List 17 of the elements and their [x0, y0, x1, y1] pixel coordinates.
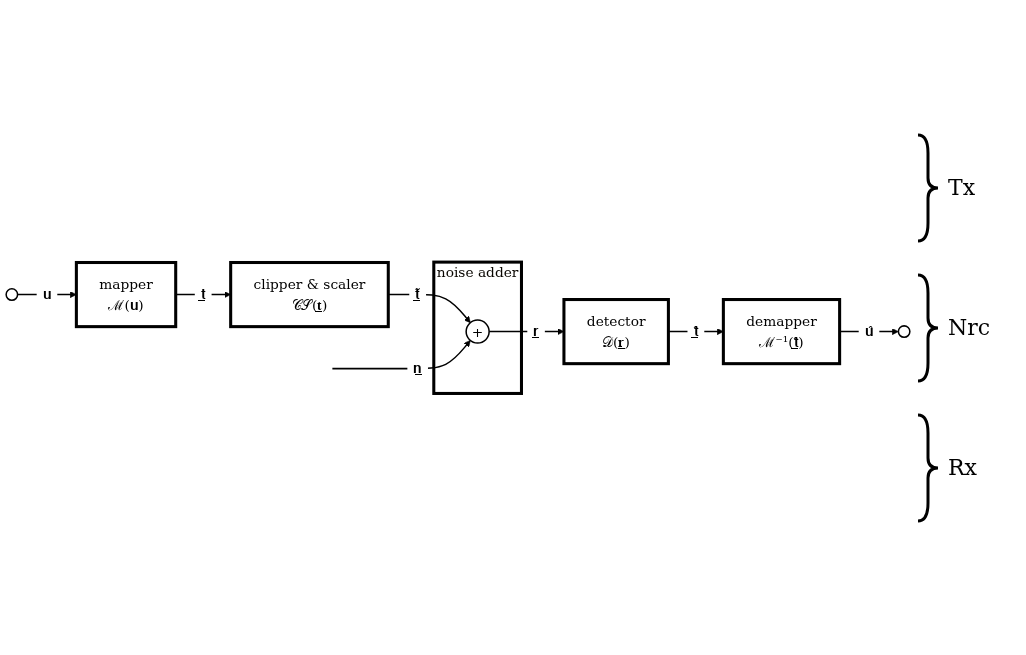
edge-label: 𝐧̲	[413, 359, 422, 376]
edge-label: 𝐮̂	[864, 322, 874, 339]
edge-label: 𝐫̲	[533, 322, 539, 339]
group-label: Tx	[948, 175, 976, 200]
edge-label: 𝐭̲̃	[415, 285, 420, 302]
group-label: Rx	[948, 455, 977, 480]
edge-label: 𝐭̲	[200, 285, 206, 302]
edge-label: 𝐮	[42, 285, 52, 302]
group-label: Nrc	[948, 315, 991, 340]
node-circle	[897, 324, 911, 338]
node-box: clipper & scaler 𝒞𝒮(𝐭̲)	[229, 260, 390, 328]
edge-label: 𝐭̲̂	[693, 322, 699, 339]
node-box: mapper ℳ(𝐮)	[74, 260, 178, 328]
node-circle	[5, 287, 19, 301]
node-box: demapper ℳ⁻¹(𝐭̲̂)	[721, 297, 842, 365]
node-box: detector 𝒟(𝐫̲)	[562, 297, 670, 365]
node-circle: +	[465, 319, 490, 344]
